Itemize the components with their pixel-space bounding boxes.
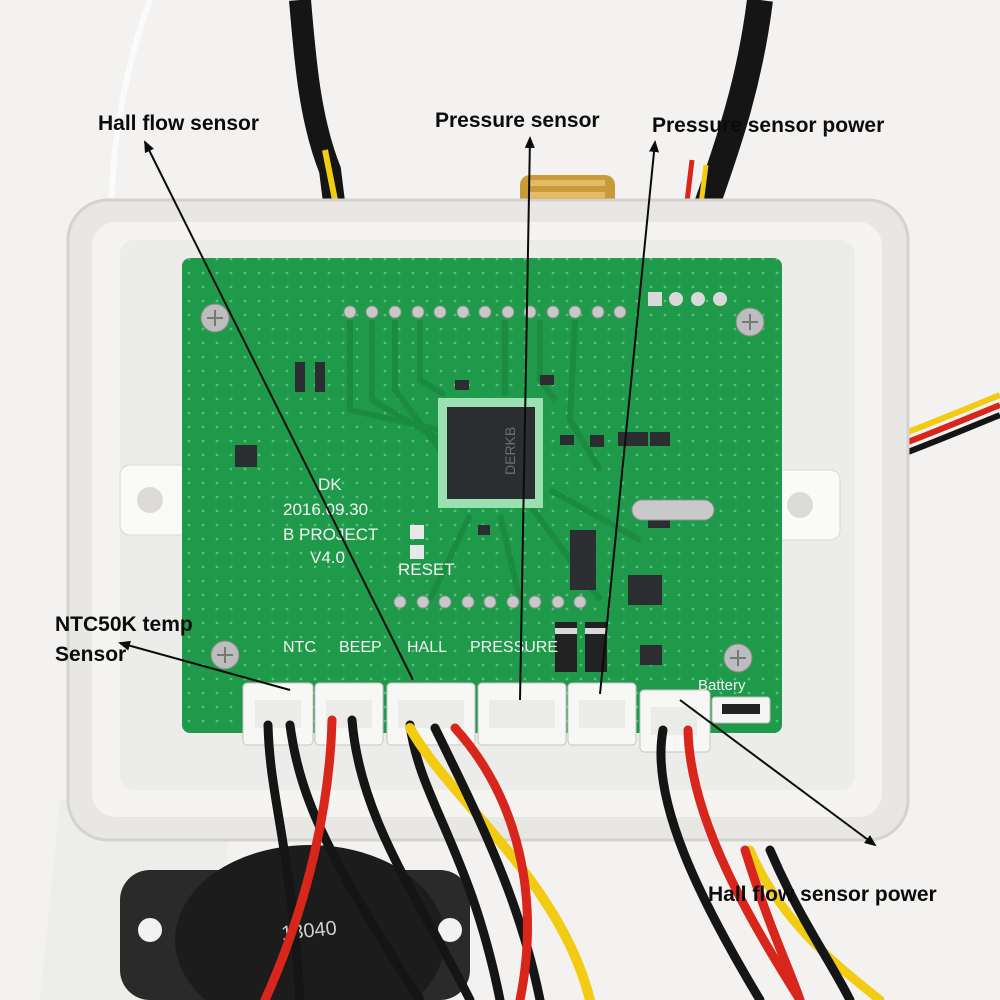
label-pressure-sensor: Pressure sensor <box>435 109 600 132</box>
arrow-hall-flow-sensor-power <box>679 699 877 847</box>
arrow-hall-flow-sensor <box>144 140 414 681</box>
arrow-pressure-sensor <box>519 136 535 701</box>
diodes <box>555 622 607 672</box>
label-ntc-line1: NTC50K temp <box>55 613 193 636</box>
microcontroller-chip: DERKB <box>438 398 543 508</box>
arrow-pressure-sensor-power <box>599 140 659 695</box>
battery-label: Battery <box>698 677 746 694</box>
connector-label-beep: BEEP <box>339 639 382 656</box>
connector-label-ntc: NTC <box>283 639 316 656</box>
connector-hall-power <box>639 689 711 753</box>
annotation-arrows <box>118 136 877 847</box>
screw-bottom-right <box>723 643 753 673</box>
screw-top-left <box>200 303 230 333</box>
connector-pressure-power <box>567 682 637 746</box>
connector-label-hall: HALL <box>407 639 447 656</box>
label-pressure-sensor-power: Pressure sensor power <box>652 114 885 137</box>
screw-bottom-left <box>210 640 240 670</box>
connector-ntc <box>242 682 314 746</box>
pin-header-4 <box>648 292 727 306</box>
label-ntc-temp-sensor: NTC50K temp Sensor <box>55 610 193 670</box>
label-hall-flow-sensor-power: Hall flow sensor power <box>708 883 937 906</box>
top-cables <box>108 0 773 221</box>
connector-beep <box>314 682 384 746</box>
bottom-wires <box>260 715 885 1000</box>
pin-header-top <box>343 305 627 319</box>
board-date: 2016.09.30 <box>283 500 368 519</box>
arrow-ntc-sensor <box>118 640 291 691</box>
chip-marking: DERKB <box>502 427 518 475</box>
pin-header-bottom <box>393 595 587 609</box>
crystal <box>631 499 715 521</box>
pcb-board: DERKB DK 2016.09.30 B PROJECT <box>182 258 782 733</box>
board-version: V4.0 <box>310 548 345 567</box>
smd-components <box>235 362 670 665</box>
board-maker: DK <box>318 475 342 494</box>
right-ribbon-cable <box>898 392 1000 458</box>
connector-label-pressure: PRESSURE <box>470 639 558 656</box>
reset-pad-1 <box>410 525 424 539</box>
screw-top-right <box>735 307 765 337</box>
connector-pressure-signal <box>477 682 567 746</box>
board-project: B PROJECT <box>283 525 378 544</box>
reset-pad-2 <box>410 545 424 559</box>
label-hall-flow-sensor: Hall flow sensor <box>98 112 260 135</box>
label-ntc-line2: Sensor <box>55 643 127 666</box>
reset-label: RESET <box>398 560 455 579</box>
